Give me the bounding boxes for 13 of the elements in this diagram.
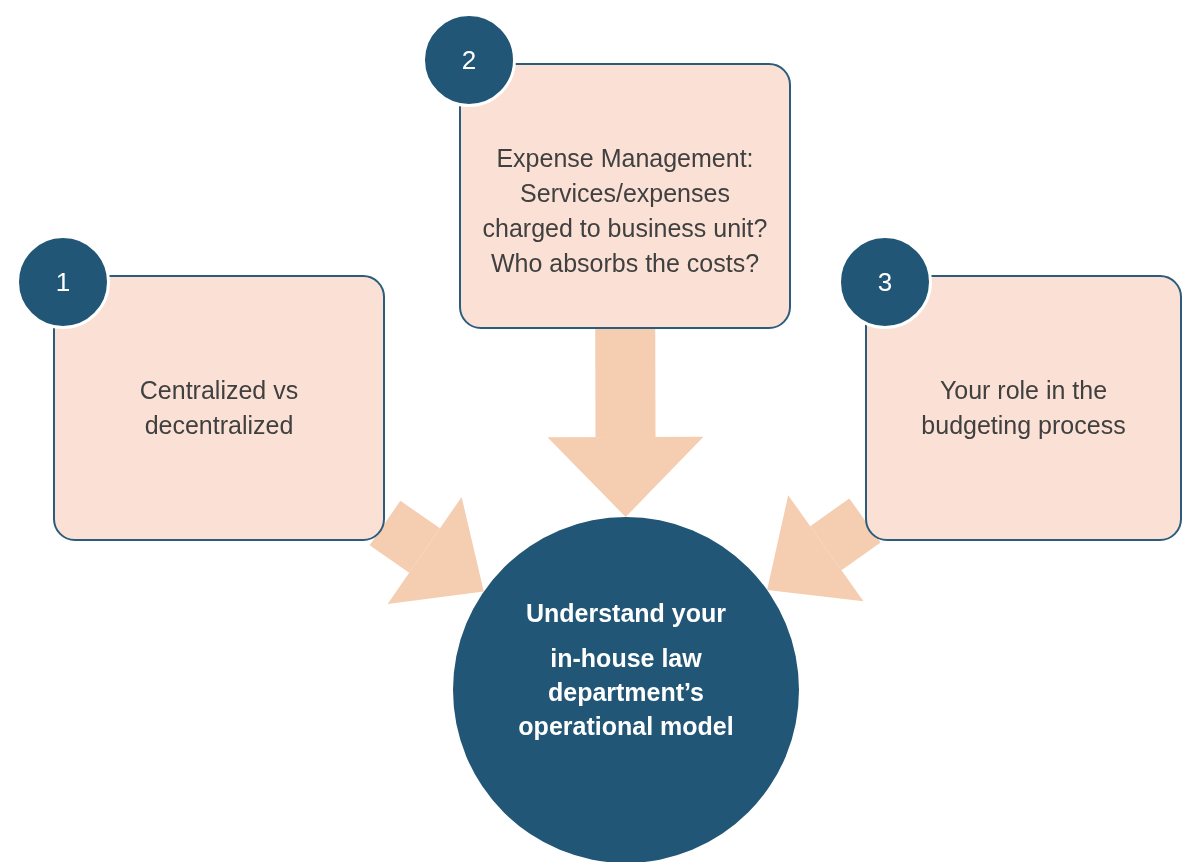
step-number: 2 [461, 44, 477, 76]
step-number: 3 [877, 266, 893, 298]
topic-text: Expense Management: Services/expenses charged to business unit? Who absorbs the costs? [481, 143, 769, 279]
topic-box [865, 275, 1182, 541]
topic-text: Your role in the budgeting process [920, 375, 1127, 441]
topic-box [53, 275, 385, 541]
block-arrow [767, 495, 881, 602]
step-number: 1 [55, 266, 71, 298]
block-arrow [369, 497, 484, 604]
topic-text: in-house law department’s operational model [517, 643, 735, 742]
topic-text: Centralized vs decentralized [138, 375, 300, 441]
block-arrow [547, 329, 704, 517]
goal-heading: Understand your [526, 597, 726, 629]
